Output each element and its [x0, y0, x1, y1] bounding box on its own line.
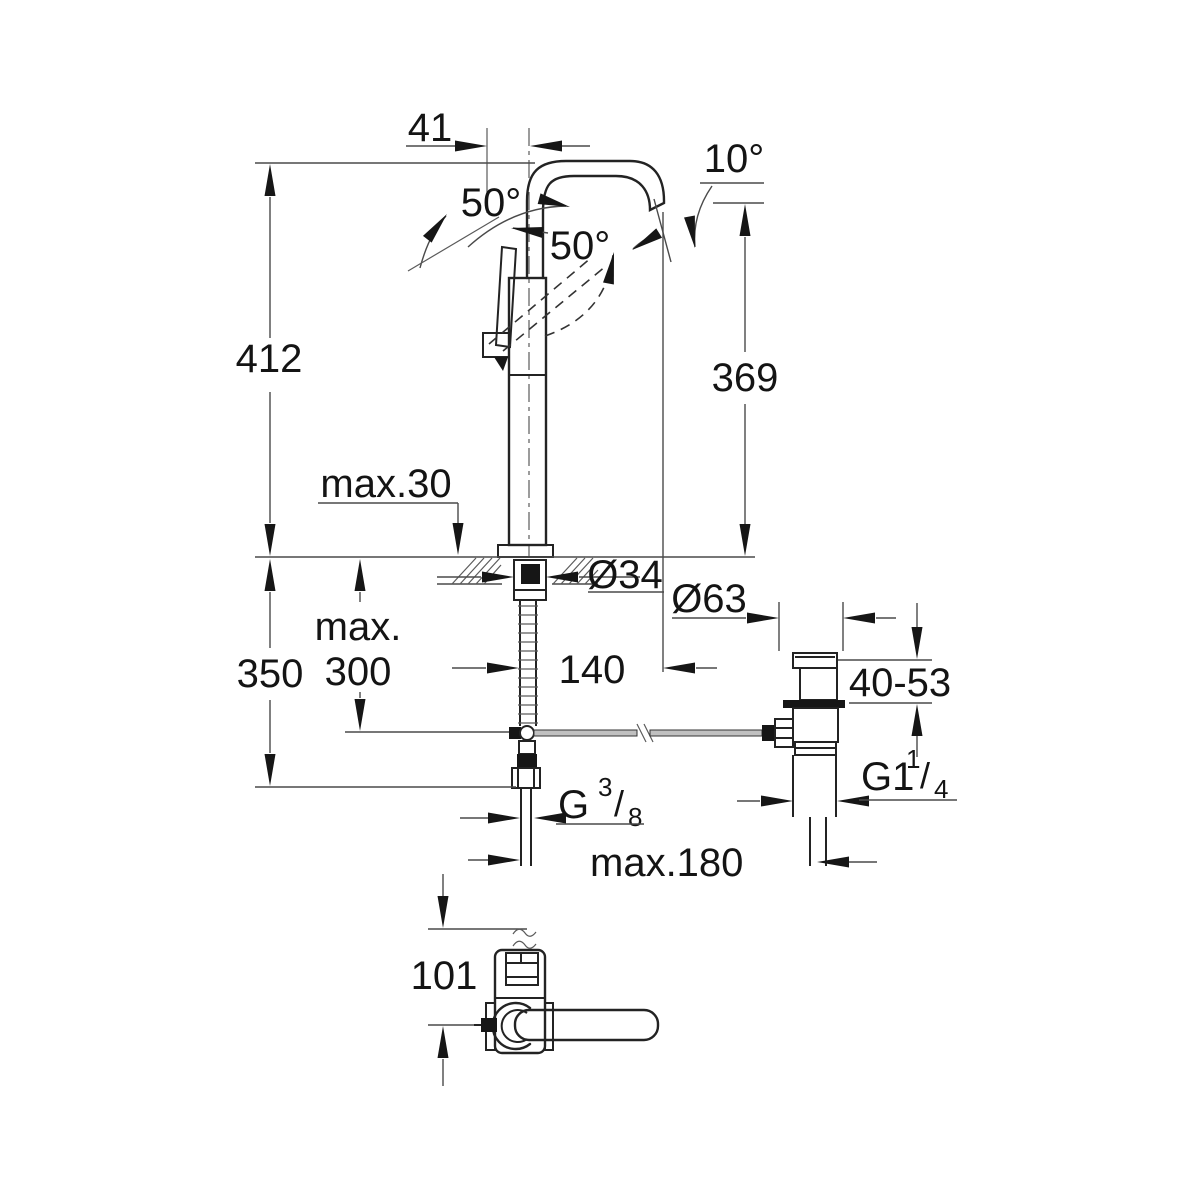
base-plate [497, 544, 554, 558]
handle-tilt-position-dashed [488, 256, 593, 345]
rod-clevis-right [762, 725, 775, 741]
drain-rod-connector [774, 718, 794, 748]
drain-cap [792, 652, 838, 669]
faucet-side-view [255, 128, 845, 866]
dim-41-label: 41 [408, 106, 453, 150]
dia-34-label: Ø34 [587, 553, 663, 597]
dia-63-label: Ø63 [671, 577, 747, 621]
dimension-g114: G1 1 / 4 [737, 744, 957, 807]
dim-412-label: 412 [236, 337, 303, 381]
supply-hose [511, 740, 541, 866]
dimension-max30: max.30 [318, 462, 464, 555]
horizontal-rod-left [533, 729, 638, 737]
pop-up-knob [481, 1018, 497, 1032]
dimension-dia34: Ø34 [437, 553, 664, 597]
handle-swing-arc [544, 254, 614, 337]
handle-set-screw-wedge [494, 357, 508, 371]
rod-tee-joint [519, 725, 535, 741]
body-boss-right [544, 1002, 554, 1051]
drain-lower-body [792, 707, 839, 743]
dimension-40-53: 40-53 [838, 603, 951, 757]
break-mark [512, 928, 537, 937]
dimension-41: 41 [406, 106, 590, 152]
dimension-10deg: 10° [684, 137, 764, 249]
drain-flange [783, 700, 845, 708]
dimension-max180: max.180 [468, 841, 877, 885]
handle-lever-top-view [513, 1008, 660, 1042]
dim-max-label: max. [315, 605, 402, 649]
handle-top-view [474, 928, 660, 1055]
drain-valve [774, 652, 845, 866]
dim-140-label: 140 [559, 648, 626, 692]
drain-thread-g: G1 [861, 755, 914, 799]
mounting-shank [513, 559, 547, 726]
angle-decorations [407, 193, 663, 352]
rod-clevis-left [509, 727, 521, 739]
supply-thread-g: G [558, 783, 589, 827]
dim-max180-label: max.180 [590, 841, 743, 885]
drain-thread-slash: / [920, 755, 930, 796]
mounting-nut [513, 559, 547, 601]
angle-10-label: 10° [704, 137, 765, 181]
dimension-140: 140 [452, 212, 717, 692]
pop-up-rod-assembly [509, 723, 775, 743]
horizontal-rod-right [649, 729, 763, 737]
dim-40-53-label: 40-53 [849, 661, 951, 705]
dim-101-label: 101 [411, 954, 478, 998]
dimension-g38: G 3 / 8 [460, 772, 644, 832]
angle-50-left-label: 50° [461, 181, 522, 225]
drain-upper-body [799, 667, 838, 701]
rod-break-mark [636, 723, 647, 743]
handle-body-top-view [493, 948, 547, 1055]
dim-max30-label: max.30 [320, 462, 451, 506]
drain-thread-den: 4 [934, 774, 948, 804]
dim-350-label: 350 [237, 652, 304, 696]
mounting-nut-core [521, 564, 540, 584]
supply-thread-den: 8 [628, 802, 642, 832]
dim-369-label: 369 [712, 356, 779, 400]
supply-thread-num: 3 [598, 772, 612, 802]
dimension-412: 412 [236, 164, 303, 556]
lever-pivot-inner-arc [500, 1009, 528, 1043]
rod-break-mark [643, 723, 654, 743]
supply-thread-slash: / [614, 783, 624, 824]
dim-300-label: 300 [325, 650, 392, 694]
dimension-dia63: Ø63 [671, 577, 896, 651]
dimension-369: 369 [712, 204, 779, 556]
spout-outline [525, 159, 666, 280]
drain-thread-num: 1 [906, 744, 920, 774]
angle-50-right-label: 50° [550, 224, 611, 268]
dimension-350: 350 [237, 559, 516, 788]
handle-tilt-position-dashed [502, 265, 607, 352]
faucet-column [507, 276, 548, 547]
dimension-max300: max. 300 [315, 559, 509, 733]
break-mark [512, 940, 537, 949]
counter-section [255, 556, 755, 585]
thread-ticks [518, 605, 538, 724]
